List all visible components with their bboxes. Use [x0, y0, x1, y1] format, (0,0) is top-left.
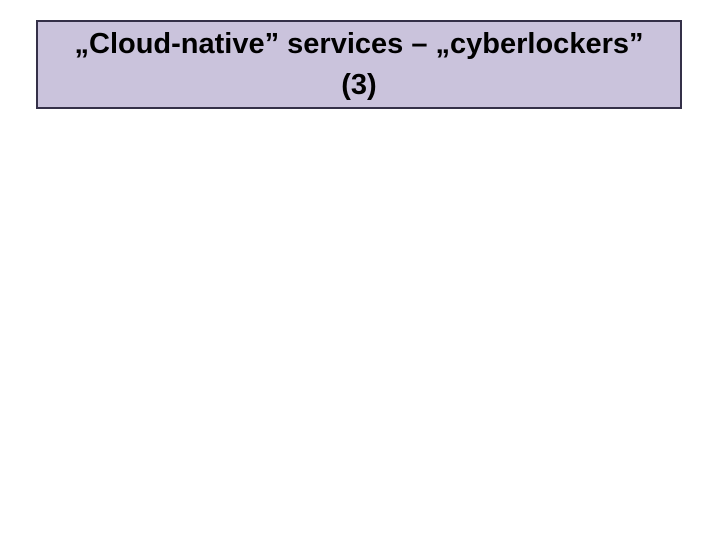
- slide-title-line-2: (3): [341, 68, 377, 101]
- slide-title-line-1: „Cloud-native” services – „cyberlockers”: [74, 27, 644, 60]
- slide-title-box: „Cloud-native” services – „cyberlockers”…: [36, 20, 682, 109]
